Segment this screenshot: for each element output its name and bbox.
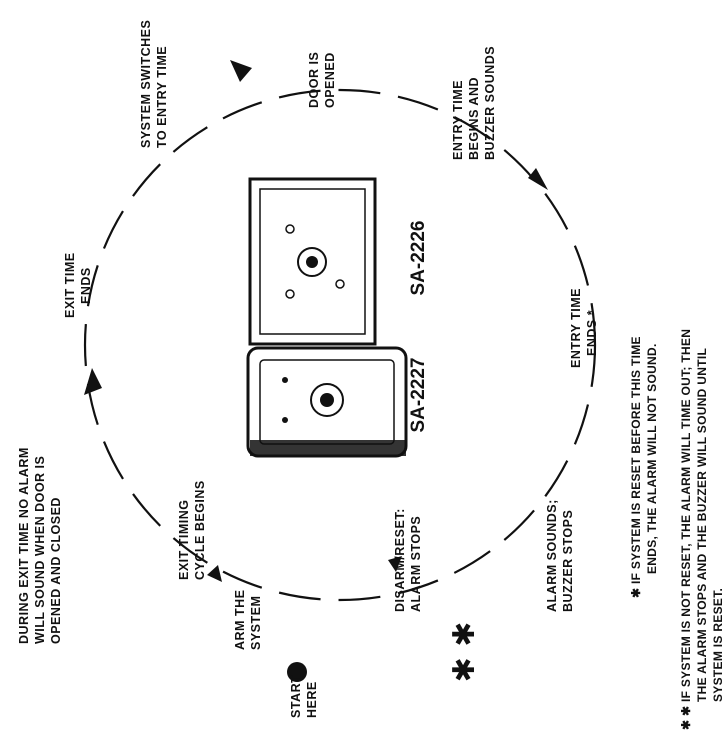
entry-time-ends-label: ENTRY TIME ENDS * (569, 288, 599, 368)
exit-timing-begins-label: EXIT TIMING CYCLE BEGINS (177, 480, 207, 580)
cycle-arrows (84, 60, 548, 582)
svg-text:DISARM/RESET:: DISARM/RESET: (393, 508, 407, 612)
footnote-double-star: ✱ ✱ IF SYSTEM IS NOT RESET, THE ALARM WI… (679, 329, 725, 730)
device-sa-2227 (246, 346, 408, 458)
footnote-single-star: ✱ IF SYSTEM IS RESET BEFORE THIS TIME EN… (629, 336, 659, 598)
svg-text:BEGINS AND: BEGINS AND (467, 77, 481, 160)
svg-text:✱ ✱ IF SYSTEM IS NOT RESET, TH: ✱ ✱ IF SYSTEM IS NOT RESET, THE ALARM WI… (679, 329, 693, 730)
svg-text:ARM THE: ARM THE (233, 590, 247, 650)
svg-text:START: START (289, 675, 303, 718)
svg-text:EXIT TIME: EXIT TIME (63, 252, 77, 318)
start-here-label: START HERE (289, 675, 319, 718)
arrow-bottom-left (207, 565, 222, 582)
svg-text:SYSTEM IS RESET.: SYSTEM IS RESET. (711, 588, 725, 702)
arrow-left (84, 368, 102, 395)
svg-text:BUZZER STOPS: BUZZER STOPS (561, 510, 575, 612)
svg-text:SYSTEM SWITCHES: SYSTEM SWITCHES (139, 20, 153, 148)
svg-text:ENDS *: ENDS * (585, 310, 599, 356)
arrow-bottom-right (388, 556, 402, 572)
cycle-circle (83, 88, 597, 602)
svg-text:HERE: HERE (305, 681, 319, 718)
double-star-marker: ✱ ✱ (447, 622, 482, 683)
svg-text:TO ENTRY TIME: TO ENTRY TIME (155, 46, 169, 148)
svg-text:ENTRY TIME: ENTRY TIME (451, 80, 465, 160)
model-label-sa-2227: SA-2227 (408, 358, 429, 433)
entry-time-begins-label: ENTRY TIME BEGINS AND BUZZER SOUNDS (451, 46, 497, 160)
svg-text:ALARM STOPS: ALARM STOPS (409, 516, 423, 612)
arrow-right-upper (528, 168, 548, 190)
svg-text:DOOR IS: DOOR IS (307, 52, 321, 108)
arrow-top (230, 60, 252, 82)
svg-text:DURING EXIT TIME NO ALARM: DURING EXIT TIME NO ALARM (17, 447, 31, 644)
svg-text:ENDS: ENDS (79, 267, 93, 304)
svg-text:OPENED: OPENED (323, 52, 337, 108)
model-label-sa-2226: SA-2226 (408, 221, 429, 296)
system-switches-label: SYSTEM SWITCHES TO ENTRY TIME (139, 20, 169, 148)
svg-text:✱ IF SYSTEM IS RESET BEFORE TH: ✱ IF SYSTEM IS RESET BEFORE THIS TIME (629, 336, 643, 598)
exit-time-ends-label: EXIT TIME ENDS (63, 252, 93, 318)
svg-text:WILL SOUND WHEN DOOR IS: WILL SOUND WHEN DOOR IS (33, 456, 47, 644)
svg-text:CYCLE BEGINS: CYCLE BEGINS (193, 480, 207, 580)
arm-system-label: ARM THE SYSTEM (233, 590, 263, 650)
svg-text:SYSTEM: SYSTEM (249, 596, 263, 650)
svg-text:ENDS, THE ALARM WILL NOT SOUND: ENDS, THE ALARM WILL NOT SOUND. (645, 343, 659, 574)
svg-text:OPENED AND CLOSED: OPENED AND CLOSED (49, 497, 63, 644)
during-exit-note: DURING EXIT TIME NO ALARM WILL SOUND WHE… (17, 447, 63, 644)
svg-text:ENTRY TIME: ENTRY TIME (569, 288, 583, 368)
svg-text:ALARM SOUNDS;: ALARM SOUNDS; (545, 499, 559, 612)
svg-text:BUZZER SOUNDS: BUZZER SOUNDS (483, 46, 497, 160)
alarm-sounds-label: ALARM SOUNDS; BUZZER STOPS (545, 499, 575, 612)
start-dot (287, 662, 307, 682)
disarm-reset-label: DISARM/RESET: ALARM STOPS (393, 508, 423, 612)
device-sa-2226 (248, 177, 377, 346)
svg-text:EXIT TIMING: EXIT TIMING (177, 500, 191, 581)
door-opened-label: DOOR IS OPENED (307, 52, 337, 108)
svg-text:THE ALARM STOPS AND THE BUZZER: THE ALARM STOPS AND THE BUZZER WILL SOUN… (695, 348, 709, 702)
